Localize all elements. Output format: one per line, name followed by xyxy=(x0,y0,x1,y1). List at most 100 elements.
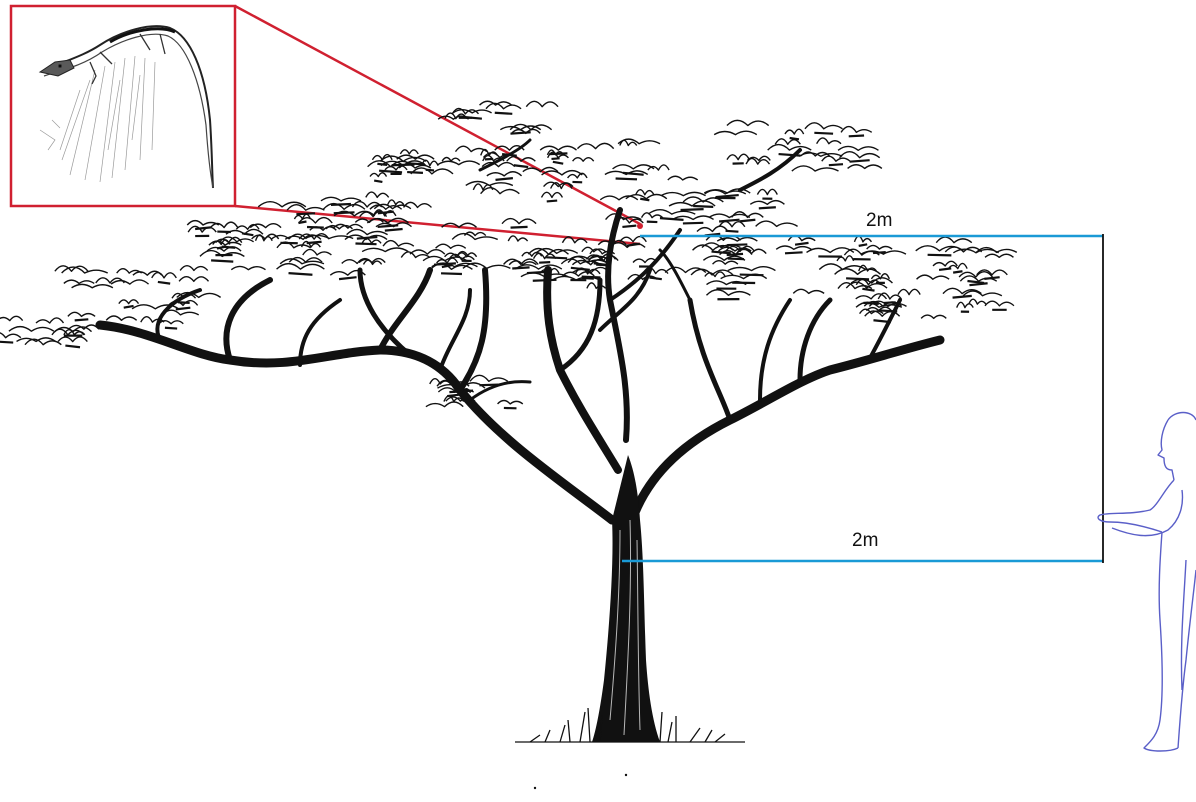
foliage-stroke xyxy=(551,158,559,159)
foliage-stroke xyxy=(331,204,351,205)
foliage-stroke xyxy=(124,306,134,308)
foliage-scribble xyxy=(719,221,745,226)
foliage-stroke xyxy=(553,162,563,164)
foliage-scribble xyxy=(258,202,306,207)
foliage-scribble xyxy=(362,248,408,252)
foliage-stroke xyxy=(939,268,951,270)
foliage-stroke xyxy=(681,209,704,210)
foliage-scribble xyxy=(36,318,64,323)
foliage-scribble xyxy=(969,299,986,304)
foliage-stroke xyxy=(407,172,423,173)
foliage-scribble xyxy=(568,173,587,178)
foliage-scribble xyxy=(768,145,812,151)
foliage-stroke xyxy=(859,244,867,246)
foliage-scribble xyxy=(948,263,967,268)
foliage-scribble xyxy=(713,261,738,264)
foliage-scribble xyxy=(498,400,523,403)
foliage-stroke xyxy=(640,199,649,200)
foliage-scribble xyxy=(481,149,498,155)
foliage-stroke xyxy=(441,273,462,274)
foliage-stroke xyxy=(660,218,684,220)
foliage-stroke xyxy=(649,278,661,280)
measurement-lines xyxy=(622,234,1103,563)
foliage-scribble xyxy=(648,165,669,170)
foliage-scribble xyxy=(620,237,647,242)
foliage-scribble xyxy=(58,337,87,342)
foliage-stroke xyxy=(719,220,739,222)
foliage-scribble xyxy=(68,312,95,316)
foliage-stroke xyxy=(385,229,403,231)
foliage-scribble xyxy=(776,246,811,249)
foliage-scribble xyxy=(470,375,508,381)
person-outline-icon xyxy=(1098,413,1196,752)
foliage-scribble xyxy=(848,165,882,169)
foliage-scribble xyxy=(785,129,804,134)
foliage-scribble xyxy=(0,316,23,320)
foliage-stroke xyxy=(211,260,233,261)
foliage-scribble xyxy=(180,266,208,271)
foliage-scribble xyxy=(728,267,776,271)
foliage-stroke xyxy=(242,233,253,235)
foliage-stroke xyxy=(406,163,425,164)
foliage-scribble xyxy=(691,269,733,275)
foliage-stroke xyxy=(622,226,636,227)
inset-target-marker xyxy=(637,223,643,229)
foliage-stroke xyxy=(442,265,453,267)
foliage-stroke xyxy=(873,252,886,253)
foliage-scribble xyxy=(321,197,361,201)
foliage-scribble xyxy=(959,272,992,277)
foliage-scribble xyxy=(577,143,613,148)
foliage-stroke xyxy=(374,181,382,182)
foliage-scribble xyxy=(347,230,388,235)
foliage-scribble xyxy=(426,402,463,407)
foliage-scribble xyxy=(817,138,841,144)
foliage-scribble xyxy=(400,150,418,154)
foliage-stroke xyxy=(547,201,557,202)
foliage-stroke xyxy=(539,262,550,263)
foliage-scribble xyxy=(636,190,654,195)
foliage-stroke xyxy=(953,296,972,298)
foliage-scribble xyxy=(727,120,769,125)
foliage-scribble xyxy=(486,103,521,108)
foliage-stroke xyxy=(849,135,864,136)
foliage-scribble xyxy=(466,181,513,185)
foliage-scribble xyxy=(487,172,522,176)
ground-specks xyxy=(534,774,627,789)
foliage-stroke xyxy=(307,227,324,228)
foliage-stroke xyxy=(969,283,987,285)
foliage-scribble xyxy=(436,244,466,248)
foliage-stroke xyxy=(377,164,387,165)
foliage-scribble xyxy=(727,154,749,159)
foliage-scribble xyxy=(943,288,981,293)
foliage-scribble xyxy=(587,283,606,288)
foliage-scribble xyxy=(370,173,386,177)
foliage-stroke xyxy=(355,243,376,244)
foliage-scribble xyxy=(481,188,520,194)
foliage-scribble xyxy=(921,315,946,318)
foliage-scribble xyxy=(669,201,715,206)
foliage-scribble xyxy=(706,281,746,285)
foliage-scribble xyxy=(799,153,842,156)
foliage-stroke xyxy=(582,277,601,278)
inset-lizard-frame xyxy=(11,6,235,206)
foliage-scribble xyxy=(668,176,698,180)
foliage-scribble xyxy=(119,300,139,304)
foliage-stroke xyxy=(511,227,528,228)
foliage-scribble xyxy=(442,158,460,162)
foliage-stroke xyxy=(862,289,874,291)
foliage-scribble xyxy=(985,301,1014,306)
foliage-scribble xyxy=(152,273,177,278)
foliage-stroke xyxy=(829,164,843,165)
foliage-scribble xyxy=(362,239,381,244)
foliage-scribble xyxy=(277,264,325,270)
foliage-stroke xyxy=(512,267,529,268)
foliage-scribble xyxy=(756,221,798,226)
foliage-scribble xyxy=(898,289,920,294)
foliage-stroke xyxy=(165,328,177,329)
foliage-stroke xyxy=(740,275,764,276)
foliage-scribble xyxy=(985,254,1013,257)
foliage-scribble xyxy=(706,290,750,295)
foliage-scribble xyxy=(757,189,777,194)
foliage-scribble xyxy=(642,213,663,218)
foliage-scribble xyxy=(526,101,558,106)
